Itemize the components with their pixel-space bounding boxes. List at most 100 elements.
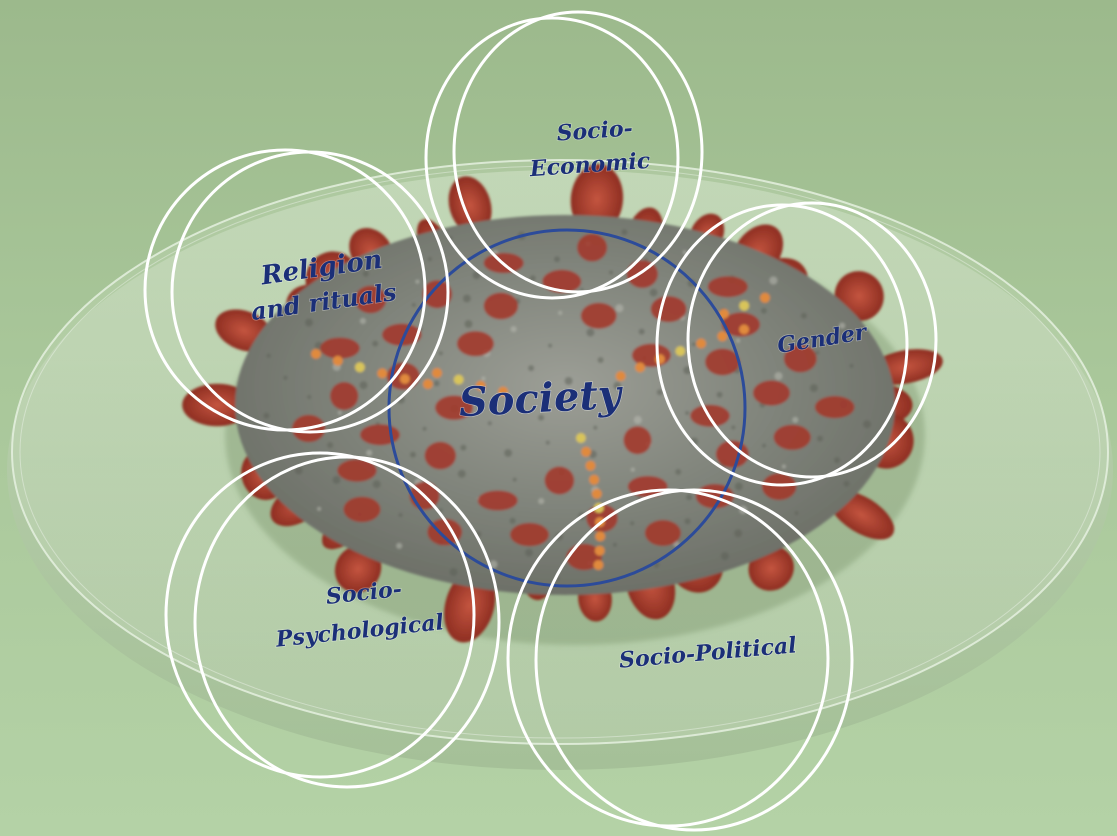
aspect-ring-socio-political <box>506 488 854 832</box>
virus-spike-cluster <box>644 520 681 546</box>
virus-texture-dot <box>638 328 645 335</box>
virus-spike-cluster <box>773 424 811 450</box>
virus-texture-dot <box>769 276 778 285</box>
virus-spike-cluster <box>330 382 359 410</box>
virus-texture-dot <box>294 466 303 475</box>
virus-texture-dot <box>621 229 628 236</box>
virus-protein-dot <box>595 531 606 542</box>
virus-spike-cluster <box>542 269 582 293</box>
virus-protein-dot <box>615 371 626 382</box>
virus-texture-dot <box>372 480 381 489</box>
virus-texture-dot <box>538 498 545 505</box>
virus-protein-dot <box>739 300 750 311</box>
virus-texture-dot <box>359 381 368 390</box>
virus-spike-cluster <box>753 380 790 406</box>
virus-texture-dot <box>462 294 471 303</box>
virus-texture-dot <box>554 256 560 263</box>
virus-spike-cluster <box>721 312 761 337</box>
virus-texture-dot <box>777 341 782 346</box>
society-label: Society <box>458 371 625 427</box>
virus-spike-cluster <box>707 276 748 298</box>
virus-texture-dot <box>528 365 535 372</box>
virus-spike-cluster <box>566 543 602 571</box>
virus-texture-dot <box>834 457 840 464</box>
virus-texture-dot <box>794 511 799 515</box>
virus-texture-dot <box>781 464 786 469</box>
virus-texture-dot <box>411 303 416 307</box>
virus-texture-dot <box>734 529 743 538</box>
virus-texture-dot <box>792 416 799 423</box>
virus-texture-dot <box>366 449 373 456</box>
virus-protein-dot <box>585 460 596 471</box>
virus-texture-dot <box>307 395 312 399</box>
virus-protein-dot <box>311 348 321 359</box>
virus-protein-dot <box>760 292 770 303</box>
virus-spike-cluster <box>424 441 456 470</box>
virus-texture-dot <box>427 257 432 262</box>
virus-texture-dot <box>538 414 545 421</box>
virus-texture-dot <box>263 412 270 419</box>
virus-texture-dot <box>464 320 473 328</box>
virus-texture-dot <box>762 443 766 448</box>
virus-protein-dot <box>696 338 707 349</box>
virus-spike-cluster <box>354 285 387 314</box>
virus-spike-cluster <box>337 459 377 482</box>
virus-texture-dot <box>327 442 334 449</box>
virus-protein-dot <box>475 380 486 391</box>
virus-texture-dot <box>800 312 807 319</box>
virus-protein-dot <box>432 368 442 378</box>
virus-texture-dot <box>509 517 516 524</box>
virus-spike-cluster <box>783 345 817 373</box>
virus-texture-dot <box>716 391 723 398</box>
virus-protein-dot <box>675 346 686 357</box>
virus-texture-dot <box>863 420 871 429</box>
virus-texture-dot <box>510 326 517 333</box>
virus-texture-dot <box>337 410 342 415</box>
virus-texture-dot <box>612 542 617 547</box>
virus-texture-dot <box>564 377 573 385</box>
virus-protein-dot <box>422 379 433 390</box>
virus-texture-dot <box>734 482 743 491</box>
virus-spike-cluster <box>762 473 797 500</box>
socio-economic-label-line1: Socio- <box>556 115 634 146</box>
virus-spike-cluster <box>650 296 687 323</box>
virus-texture-dot <box>506 396 513 403</box>
virus-texture-dot <box>615 304 624 313</box>
virus-texture-dot <box>656 389 663 396</box>
virus-spike <box>182 383 253 427</box>
virus-texture-dot <box>525 548 533 557</box>
virus-texture-dot <box>398 513 403 517</box>
virus-texture-dot <box>630 521 635 526</box>
virus-texture-dot <box>362 270 369 277</box>
virus-texture-dot <box>481 376 486 381</box>
virus-texture-dot <box>266 353 271 358</box>
aspect-ring-socio-psychological <box>164 451 501 789</box>
virus-protein-dot <box>589 474 600 485</box>
virus-protein-dot <box>354 362 365 373</box>
virus-protein-dot <box>739 324 750 335</box>
virus-protein-dot <box>593 560 604 570</box>
virus-texture-dot <box>449 568 458 576</box>
virus-texture-dot <box>422 426 427 431</box>
virus-spike-cluster <box>320 337 360 359</box>
virus-texture-dot <box>529 275 536 282</box>
virus-spike-cluster <box>483 292 519 320</box>
virus-texture-dot <box>760 307 767 314</box>
virus-texture-dot <box>815 350 820 355</box>
virus-spike-cluster <box>343 496 381 523</box>
virus-texture-dot <box>720 552 729 561</box>
virus-texture-dot <box>410 451 416 458</box>
virus-spike-cluster <box>623 426 652 455</box>
virus-spike-cluster <box>456 331 494 357</box>
virus-protein-dot <box>575 433 586 443</box>
virus-texture-dot <box>317 506 322 511</box>
virus-texture-dot <box>736 338 741 343</box>
virus-texture-dot <box>684 518 691 525</box>
virus-spike-cluster <box>544 466 575 495</box>
virus-texture-dot <box>433 380 440 387</box>
virus-texture-dot <box>332 475 341 484</box>
virus-texture-dot <box>817 435 823 442</box>
virus-texture-dot <box>633 415 642 424</box>
virus-texture-dot <box>686 494 693 501</box>
